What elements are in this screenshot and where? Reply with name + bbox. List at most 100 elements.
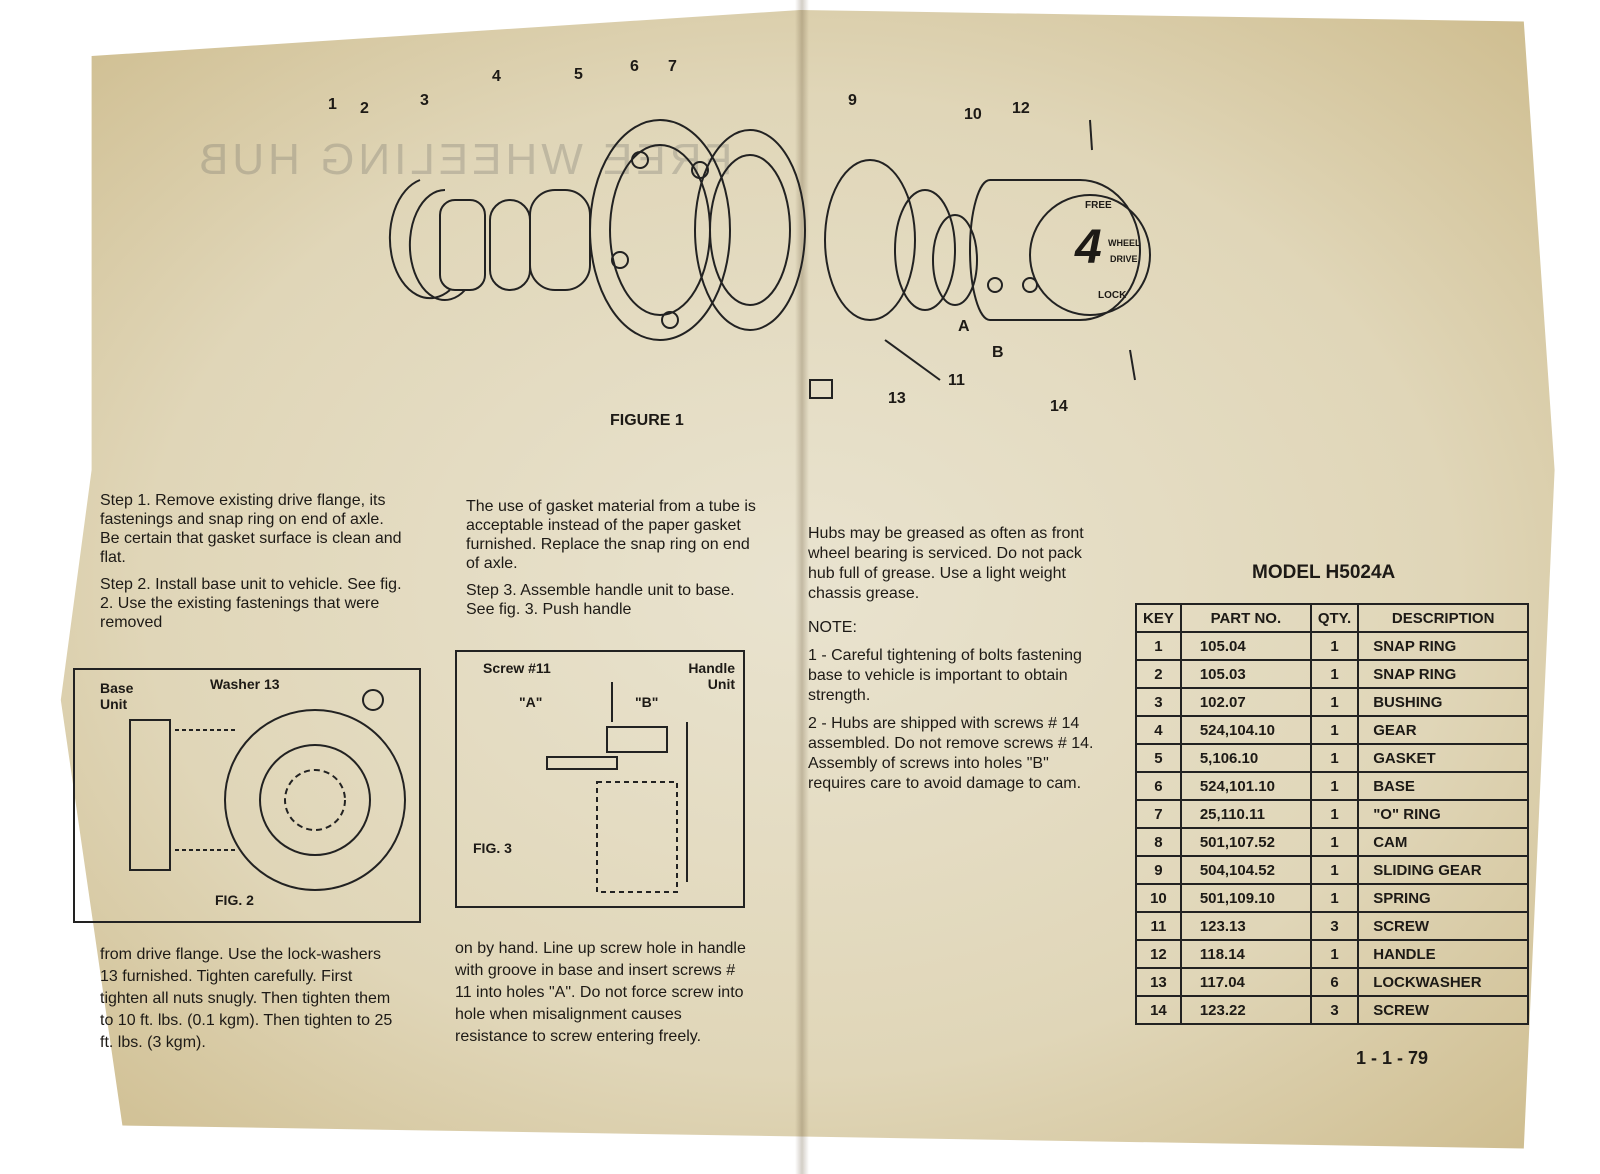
hub-cap-drive: DRIVE xyxy=(1110,254,1138,264)
part-no-cell: 5,106.10 xyxy=(1179,743,1312,773)
part-no-cell: 524,104.10 xyxy=(1179,715,1312,745)
left-column-text: Step 1. Remove existing drive flange, it… xyxy=(100,491,405,640)
key-cell: 12 xyxy=(1135,939,1182,969)
note-title: NOTE: xyxy=(808,619,857,636)
model-number: MODEL H5024A xyxy=(1252,562,1396,583)
key-cell: 5 xyxy=(1135,743,1182,773)
hub-cap-free: FREE xyxy=(1085,200,1112,211)
part-no-cell: 117.04 xyxy=(1179,967,1312,997)
fig2-drawing xyxy=(129,689,406,891)
description-cell: SCREW xyxy=(1357,911,1530,941)
fig3-box: Screw #11 Handle Unit "A" "B" FIG. 3 xyxy=(455,650,745,908)
description-cell: SCREW xyxy=(1357,995,1530,1025)
callout: B xyxy=(992,344,1004,361)
callout: 3 xyxy=(420,92,429,109)
key-cell: 6 xyxy=(1135,771,1182,801)
part-no-cell: 524,101.10 xyxy=(1179,771,1312,801)
fig3-a-label: "A" xyxy=(519,694,543,710)
fig3-b-label: "B" xyxy=(635,694,659,710)
key-cell: 13 xyxy=(1135,967,1182,997)
part-no-cell: 504,104.52 xyxy=(1179,855,1312,885)
qty-cell: 3 xyxy=(1309,995,1360,1025)
step3-continued: on by hand. Line up screw hole in handle… xyxy=(455,940,746,1045)
qty-cell: 1 xyxy=(1309,827,1360,857)
description-cell: BASE xyxy=(1357,771,1530,801)
qty-cell: 1 xyxy=(1309,715,1360,745)
qty-cell: 1 xyxy=(1309,771,1360,801)
description-cell: CAM xyxy=(1357,827,1530,857)
description-cell: HANDLE xyxy=(1357,939,1530,969)
key-cell: 8 xyxy=(1135,827,1182,857)
part-no-cell: 105.04 xyxy=(1179,631,1312,661)
key-cell: 10 xyxy=(1135,883,1182,913)
description-cell: SNAP RING xyxy=(1357,659,1530,689)
callout: 12 xyxy=(1012,100,1030,117)
fig3-drawing xyxy=(546,682,688,893)
key-cell: 11 xyxy=(1135,911,1182,941)
part-no-cell: 118.14 xyxy=(1179,939,1312,969)
step1-text: Step 1. Remove existing drive flange, it… xyxy=(100,492,402,566)
key-cell: 14 xyxy=(1135,995,1182,1025)
hub-cap-wheel: WHEEL xyxy=(1108,238,1141,248)
step2-continued: from drive flange. Use the lock-washers … xyxy=(100,946,393,1051)
callout: 2 xyxy=(360,100,369,117)
callout: 5 xyxy=(574,66,583,83)
description-cell: SLIDING GEAR xyxy=(1357,855,1530,885)
exploded-hub-diagram xyxy=(388,119,1151,399)
description-cell: SPRING xyxy=(1357,883,1530,913)
fig2-box: Base Unit Washer 13 FIG. 2 xyxy=(73,668,421,923)
description-cell: "O" RING xyxy=(1357,799,1530,829)
qty-cell: 1 xyxy=(1309,631,1360,661)
fig3-caption: FIG. 3 xyxy=(473,840,512,856)
qty-cell: 1 xyxy=(1309,687,1360,717)
fig3-handle-unit-label: Handle Unit xyxy=(688,660,735,692)
callout: 6 xyxy=(630,58,639,75)
qty-cell: 3 xyxy=(1309,911,1360,941)
callout: 9 xyxy=(848,92,857,109)
qty-cell: 1 xyxy=(1309,883,1360,913)
qty-cell: 1 xyxy=(1309,939,1360,969)
key-cell: 7 xyxy=(1135,799,1182,829)
date-code: 1 - 1 - 79 xyxy=(1356,1048,1429,1068)
part-no-cell: 102.07 xyxy=(1179,687,1312,717)
right-column-text: Hubs may be greased as often as front wh… xyxy=(808,524,1108,802)
table-header-row: KEY PART NO. QTY. DESCRIPTION xyxy=(1135,603,1530,633)
part-no-cell: 501,107.52 xyxy=(1179,827,1312,857)
key-cell: 2 xyxy=(1135,659,1182,689)
callout: 14 xyxy=(1050,398,1068,415)
figure1-caption: FIGURE 1 xyxy=(610,412,684,429)
fig2-caption: FIG. 2 xyxy=(215,892,254,908)
key-cell: 4 xyxy=(1135,715,1182,745)
description-cell: SNAP RING xyxy=(1357,631,1530,661)
callout: A xyxy=(958,318,970,335)
description-cell: GASKET xyxy=(1357,743,1530,773)
part-no-cell: 105.03 xyxy=(1179,659,1312,689)
description-cell: GEAR xyxy=(1357,715,1530,745)
fig3-screw-label: Screw #11 xyxy=(483,660,551,676)
qty-cell: 1 xyxy=(1309,659,1360,689)
part-no-cell: 25,110.11 xyxy=(1179,799,1312,829)
part-no-cell: 123.22 xyxy=(1179,995,1312,1025)
hub-cap-lock: LOCK xyxy=(1098,290,1127,301)
header-key: KEY xyxy=(1135,603,1182,633)
fig2-washer-label: Washer 13 xyxy=(210,676,280,692)
key-cell: 1 xyxy=(1135,631,1182,661)
gasket-text: The use of gasket material from a tube i… xyxy=(466,498,756,572)
header-qty: QTY. xyxy=(1309,603,1360,633)
header-description: DESCRIPTION xyxy=(1357,603,1530,633)
part-no-cell: 123.13 xyxy=(1179,911,1312,941)
callout: 1 xyxy=(328,96,337,113)
